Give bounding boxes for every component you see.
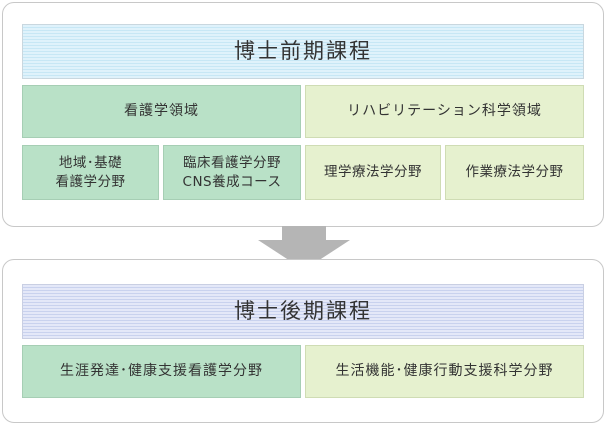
second-stage-title-text: 博士後期課程 — [234, 299, 372, 324]
physical-therapy-box: 理学療法学分野 — [305, 145, 441, 200]
life-function-science-box: 生活機能･健康行動支援科学分野 — [305, 345, 584, 398]
regional-basic-nursing-box: 地域･基礎 看護学分野 — [22, 145, 159, 200]
clinical-nursing-box: 臨床看護学分野 CNS養成コース — [163, 145, 301, 200]
down-arrow-shape — [258, 226, 350, 270]
nursing-field-label: 看護学領域 — [124, 103, 199, 120]
regional-basic-line1: 地域･基礎 — [58, 155, 123, 172]
clinical-nursing-line1: 臨床看護学分野 — [183, 155, 281, 172]
physical-therapy-label: 理学療法学分野 — [324, 164, 422, 181]
life-function-science-label: 生活機能･健康行動支援科学分野 — [335, 363, 554, 380]
rehab-field-box: リハビリテーション科学領域 — [305, 85, 584, 138]
regional-basic-line2: 看護学分野 — [55, 173, 126, 190]
lifelong-nursing-box: 生涯発達･健康支援看護学分野 — [22, 345, 301, 398]
lifelong-nursing-label: 生涯発達･健康支援看護学分野 — [60, 363, 263, 380]
nursing-field-box: 看護学領域 — [22, 85, 301, 138]
first-stage-title: 博士前期課程 — [22, 24, 584, 79]
occupational-therapy-label: 作業療法学分野 — [465, 164, 564, 181]
occupational-therapy-box: 作業療法学分野 — [445, 145, 584, 200]
clinical-nursing-line2: CNS養成コース — [182, 173, 282, 190]
first-stage-title-text: 博士前期課程 — [234, 39, 372, 64]
second-stage-title: 博士後期課程 — [22, 284, 584, 339]
rehab-field-label: リハビリテーション科学領域 — [347, 103, 542, 120]
